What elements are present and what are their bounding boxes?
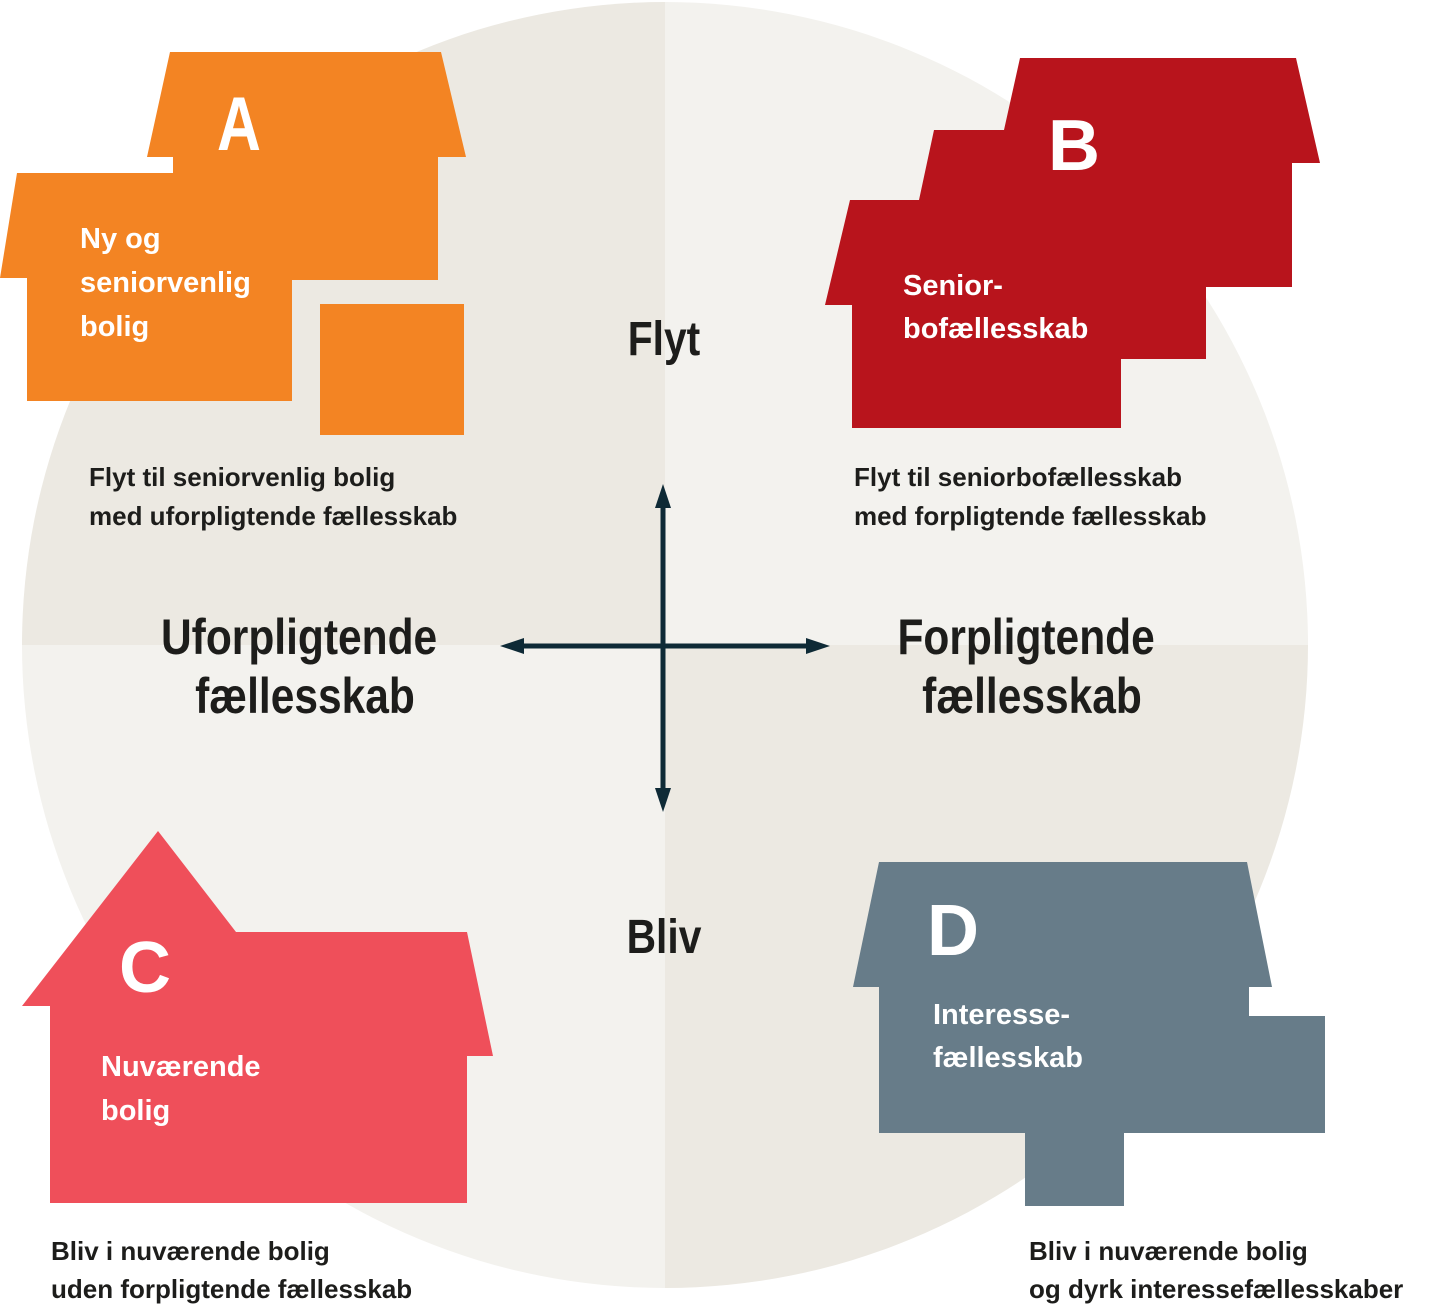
house-b-shape [825, 58, 1320, 428]
axis-label-top: Flyt [628, 313, 701, 366]
house-c-shape [22, 831, 493, 1203]
axis-label-right: Forpligtende fællesskab [897, 609, 1166, 724]
arrow-down-icon [655, 788, 671, 812]
axis-label-left: Uforpligtende fællesskab [161, 609, 449, 724]
house-a-caption: Flyt til seniorvenlig bolig med uforplig… [89, 462, 457, 531]
house-a: A Ny og seniorvenlig bolig Flyt til seni… [0, 52, 466, 531]
axis-label-bottom: Bliv [627, 911, 702, 964]
house-d-label: Interesse- fællesskab [933, 999, 1083, 1074]
arrow-right-icon [806, 638, 830, 654]
house-c-label: Nuværende bolig [101, 1051, 269, 1127]
axis-arrows [500, 484, 830, 812]
house-b-caption: Flyt til seniorbofællesskab med forpligt… [854, 462, 1207, 531]
house-a-letter: A [217, 82, 261, 167]
house-d-shape [853, 862, 1325, 1206]
house-a-shape [0, 52, 466, 401]
house-b: B Senior- bofællesskab Flyt til seniorbo… [825, 58, 1320, 531]
house-d: D Interesse- fællesskab Bliv i nuværende… [853, 862, 1403, 1304]
arrow-up-icon [655, 484, 671, 508]
house-a-label: Ny og seniorvenlig bolig [80, 223, 259, 343]
house-c: C Nuværende bolig Bliv i nuværende bolig… [22, 831, 493, 1304]
house-b-letter: B [1048, 106, 1100, 186]
house-c-letter: C [119, 928, 171, 1008]
house-b-label: Senior- bofællesskab [903, 270, 1088, 345]
house-d-letter: D [927, 891, 979, 971]
house-d-caption: Bliv i nuværende bolig og dyrk interesse… [1029, 1236, 1403, 1304]
house-c-caption: Bliv i nuværende bolig uden forpligtende… [51, 1236, 412, 1304]
arrow-left-icon [500, 638, 524, 654]
house-a-annex [320, 304, 464, 435]
